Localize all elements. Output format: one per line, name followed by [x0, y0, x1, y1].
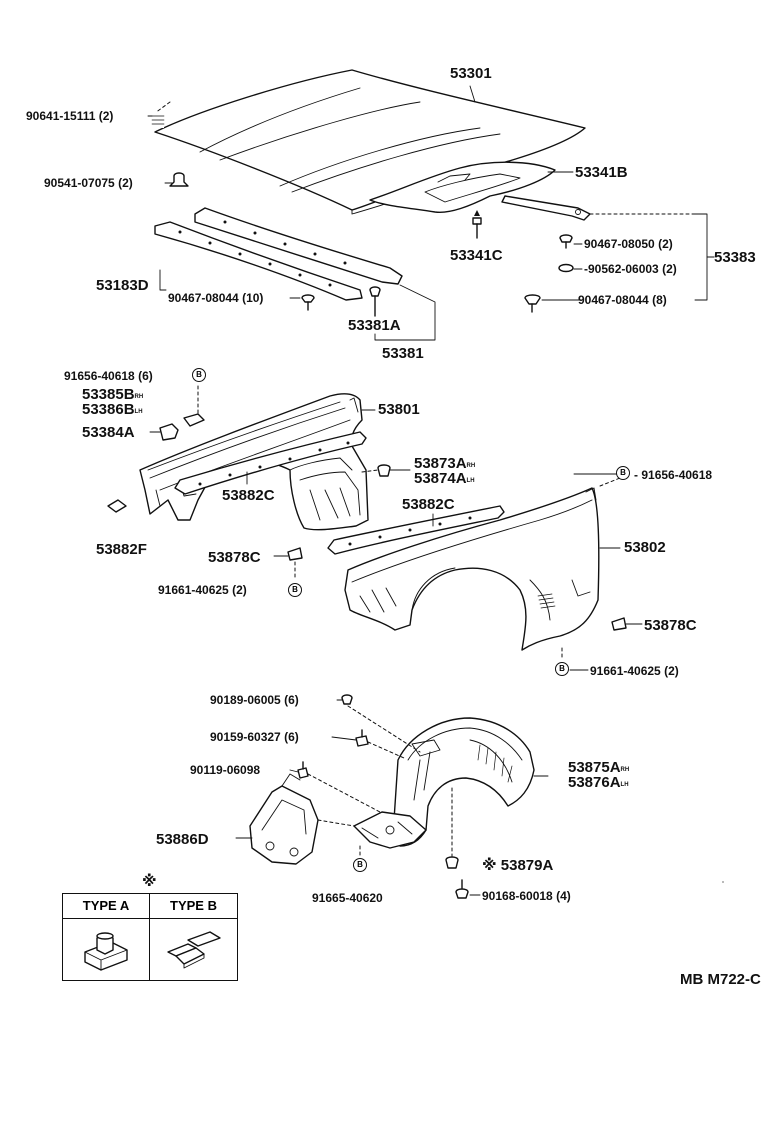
- screw-90168-60018: [455, 879, 469, 899]
- callout-b-liner: B: [353, 858, 367, 872]
- callout-b-top: B: [192, 368, 206, 382]
- hood-to-cowl-seal-53183d: [154, 221, 363, 301]
- hood-panel: [154, 69, 586, 215]
- type-table-asterisk: ※: [142, 873, 157, 890]
- label-53385b: 53385BRH: [82, 386, 144, 403]
- type-a-column: TYPE A: [63, 894, 150, 980]
- label-90467-08044-a: 90467-08044 (10): [168, 291, 264, 305]
- callout-b-lh-top: B: [616, 466, 630, 480]
- label-91656-40618-lh: - 91656-40618: [634, 468, 713, 482]
- clip-53873a: [361, 464, 391, 477]
- hood-support-bracket: [501, 195, 696, 221]
- type-a-header: TYPE A: [63, 894, 149, 919]
- label-53882c-rh: 53882C: [222, 487, 275, 504]
- label-90562-06003: -90562-06003 (2): [584, 262, 677, 276]
- label-53882f: 53882F: [96, 541, 147, 558]
- label-90467-08050: 90467-08050 (2): [584, 237, 673, 251]
- label-53886d: 53886D: [156, 831, 209, 848]
- label-90159-60327: 90159-60327 (6): [210, 730, 299, 744]
- hood-cushion-90541: [169, 172, 189, 187]
- liner-lower-panel: [353, 811, 427, 849]
- label-91661-40625-lh: 91661-40625 (2): [590, 664, 679, 678]
- fender-seal-53882c-rh: [174, 431, 367, 495]
- fastener-90467-08050: [559, 234, 573, 249]
- clip-type-table: TYPE A TYPE B: [62, 893, 238, 981]
- fastener-90467-08044b: [524, 294, 541, 313]
- label-91656-40618-top: 91656-40618 (6): [64, 369, 153, 383]
- label-90541-07075: 90541-07075 (2): [44, 176, 133, 190]
- label-53875a: 53875ARH: [568, 759, 630, 776]
- screw-90119-06098: [297, 761, 309, 779]
- clip-53878c-rh: [287, 547, 303, 561]
- label-53384a: 53384A: [82, 424, 135, 441]
- label-90641-15111: 90641-15111 (2): [26, 109, 114, 123]
- label-53878c-rh: 53878C: [208, 549, 261, 566]
- label-53381a: 53381A: [348, 317, 401, 334]
- label-90189-06005: 90189-06005 (6): [210, 693, 299, 707]
- label-53383: 53383: [714, 249, 756, 266]
- hood-lock-reinforcement-53341b: [369, 161, 561, 213]
- label-90168-60018: 90168-60018 (4): [482, 889, 571, 903]
- label-53882c-lh: 53882C: [402, 496, 455, 513]
- type-b-clip-icon: [167, 931, 221, 969]
- label-53878c-lh: 53878C: [644, 617, 697, 634]
- bolt-53341c: [472, 210, 482, 239]
- label-90467-08044-b: 90467-08044 (8): [578, 293, 667, 307]
- label-53386b: 53386BLH: [82, 401, 143, 418]
- fastener-90562-06003: [558, 263, 574, 273]
- diagram-code: MB M722-C: [680, 971, 761, 988]
- label-90119-06098: 90119-06098: [190, 763, 261, 777]
- clip-90467-08044a: [301, 294, 315, 311]
- type-b-header: TYPE B: [150, 894, 237, 919]
- label-53301: 53301: [450, 65, 492, 82]
- label-53874a: 53874ALH: [414, 470, 475, 487]
- label-53381: 53381: [382, 345, 424, 362]
- label-53876a: 53876ALH: [568, 774, 629, 791]
- clip-53384a: [149, 423, 179, 441]
- fender-liner-53875a: [393, 717, 549, 847]
- callout-b-rh: B: [288, 583, 302, 597]
- clip-53879a: [445, 856, 459, 869]
- label-53341b: 53341B: [575, 164, 628, 181]
- type-b-column: TYPE B: [150, 894, 237, 980]
- label-53879a: ※ 53879A: [482, 857, 554, 874]
- bracket-53385b: [183, 385, 205, 427]
- fender-seal-53882c-lh: [327, 505, 505, 555]
- pad-53882f: [107, 499, 127, 513]
- label-53801: 53801: [378, 401, 420, 418]
- screw-90159-60327: [355, 729, 369, 747]
- clip-53381a: [369, 286, 381, 317]
- label-53873a: 53873ARH: [414, 455, 476, 472]
- label-91665-40620: 91665-40620: [312, 891, 383, 905]
- label-91661-40625-rh: 91661-40625 (2): [158, 583, 247, 597]
- liner-brace-53886d: [235, 773, 319, 865]
- clip-53878c-lh: [611, 617, 627, 631]
- callout-b-lh-bottom: B: [555, 662, 569, 676]
- hood-cushion-90641: [151, 112, 165, 128]
- label-53183d: 53183D: [96, 277, 149, 294]
- front-fender-lh-53802: [344, 487, 600, 651]
- hood-seal-upper-53381: [194, 207, 403, 285]
- type-a-clip-icon: [84, 932, 128, 971]
- label-53341c: 53341C: [450, 247, 503, 264]
- screw-90189-06005: [341, 694, 353, 705]
- label-53802: 53802: [624, 539, 666, 556]
